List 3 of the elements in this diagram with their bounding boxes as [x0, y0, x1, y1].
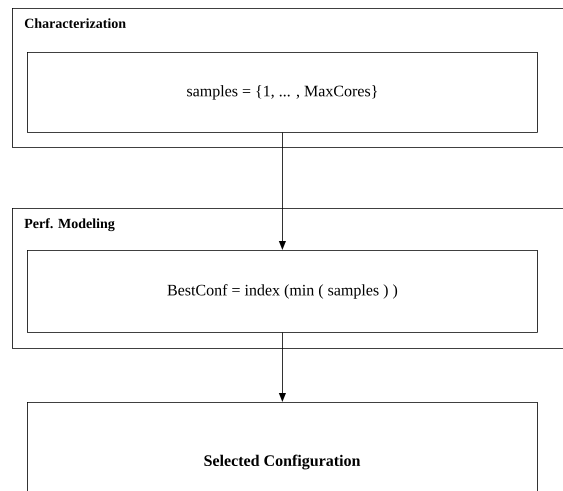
process-box: Selected Configuration	[27, 402, 538, 491]
process-box: samples = {1, ... , MaxCores}	[27, 52, 538, 133]
process-box: BestConf = index (min ( samples ) )	[27, 250, 538, 333]
